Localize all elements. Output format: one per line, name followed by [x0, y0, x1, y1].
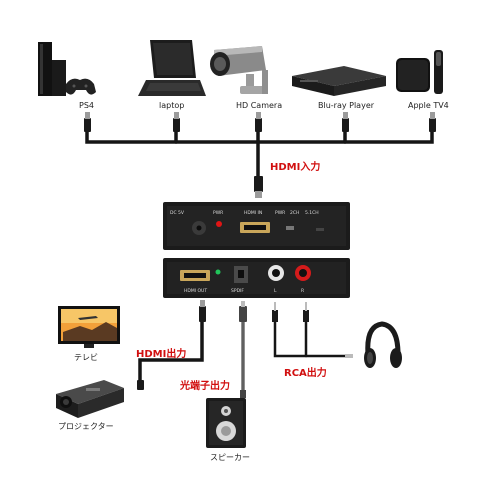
source-label-bluray: Blu-ray Player — [318, 101, 375, 110]
rear-port-label: SPDIF — [231, 288, 244, 294]
rear-port-label: HDMI OUT — [184, 288, 207, 294]
source-label-camera: HD Camera — [236, 101, 283, 110]
converter-rear-panel: HDMI OUT SPDIF L R — [163, 258, 350, 298]
hdmi-plug-icons — [84, 112, 436, 198]
headphones-icon — [364, 321, 402, 368]
hdmi-output-label: HDMI出力 — [136, 349, 187, 360]
front-port-label: 5.1CH — [305, 210, 319, 216]
destination-label-tv: テレビ — [74, 353, 98, 362]
rca-output-label: RCA出力 — [284, 368, 327, 379]
destination-label-projector: プロジェクター — [58, 422, 114, 431]
front-port-label: PWR — [213, 210, 223, 216]
rear-port-label: R — [301, 288, 304, 294]
tv-icon — [58, 306, 120, 348]
output-cables — [138, 320, 347, 392]
apple-tv-icon — [396, 50, 443, 94]
destination-label-speaker: スピーカー — [210, 453, 250, 462]
speaker-icon — [206, 398, 246, 448]
source-label-laptop: laptop — [159, 101, 185, 110]
security-camera-icon — [210, 46, 268, 94]
rear-port-label: L — [274, 288, 277, 294]
ps4-console-icon — [38, 42, 96, 96]
output-plug-icons — [137, 300, 353, 398]
source-label-ps4: PS4 — [79, 101, 94, 110]
power-led — [216, 221, 222, 227]
front-port-label: DC 5V — [170, 210, 185, 216]
status-led — [215, 269, 221, 275]
source-label-appletv: Apple TV4 — [408, 101, 449, 110]
front-port-label: 2CH — [290, 210, 299, 216]
input-cable-bus — [85, 130, 434, 178]
laptop-icon — [138, 40, 206, 96]
front-port-label: PWR — [275, 210, 285, 216]
mode-switch — [286, 226, 294, 230]
hdmi-input-label: HDMI入力 — [270, 162, 321, 173]
projector-icon — [56, 380, 124, 418]
converter-front-panel: DC 5V PWR HDMI IN PWR 2CH 5.1CH — [163, 202, 350, 250]
front-port-label: HDMI IN — [244, 210, 262, 216]
optical-output-label: 光端子出力 — [180, 381, 230, 392]
bluray-player-icon — [292, 66, 386, 96]
